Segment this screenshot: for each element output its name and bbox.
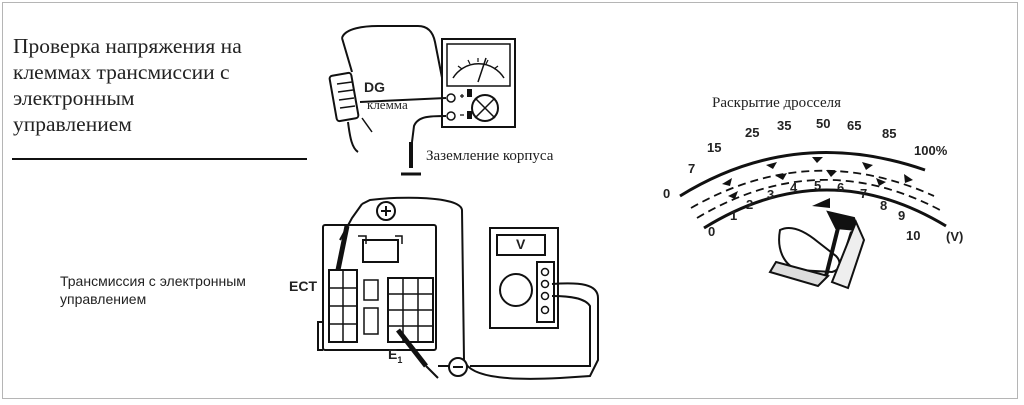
throttle-tick: 15 [707, 140, 722, 155]
voltage-tick: 0 [708, 224, 716, 239]
throttle-tick: 35 [777, 118, 792, 133]
voltage-tick: 10 [906, 228, 921, 243]
voltage-tick: 7 [860, 186, 868, 201]
ect-caption: управлением [60, 291, 147, 307]
voltmeter [489, 227, 559, 329]
ground-label: Заземление корпуса [426, 148, 554, 164]
throttle-tick: 50 [816, 116, 831, 131]
throttle-tick: 25 [745, 125, 760, 140]
e1-label: E1 [388, 346, 403, 365]
throttle-arcs [679, 151, 947, 230]
throttle-tick: 85 [882, 126, 897, 141]
polarity-circles [376, 201, 468, 377]
ect-label: ECT [289, 278, 317, 294]
throttle-tick: 0 [663, 186, 671, 201]
throttle-tick: 65 [847, 118, 862, 133]
voltage-tick: 5 [814, 178, 822, 193]
throttle-tick: 100% [914, 143, 948, 158]
title-underline [12, 158, 307, 160]
voltmeter-label: V [516, 236, 526, 252]
voltage-tick: 1 [730, 208, 738, 223]
title-line: Проверка напряжения на [13, 34, 242, 58]
title-line: электронным [13, 86, 135, 110]
voltmeter-leads [335, 196, 599, 380]
voltage-tick: 4 [790, 180, 798, 195]
dg-label: DG [364, 79, 385, 95]
dg-connector [328, 25, 447, 153]
figure-frame [2, 2, 1018, 399]
voltage-tick: 6 [837, 180, 845, 195]
throttle-tick: 7 [688, 161, 696, 176]
voltage-tick: 9 [898, 208, 906, 223]
analog-meter [441, 38, 516, 128]
page-title: Проверка напряжения на клеммах трансмисс… [13, 33, 313, 137]
klemma-label: клемма [367, 97, 408, 112]
throttle-label: Раскрытие дросселя [712, 95, 842, 111]
throttle-arrows [722, 157, 913, 199]
title-line: клеммах трансмиссии с [13, 60, 230, 84]
meter-leads [359, 97, 447, 176]
voltage-tick: 2 [746, 197, 754, 212]
voltage-tick: 8 [880, 198, 888, 213]
voltage-tick: 3 [767, 187, 775, 202]
ect-caption: Трансмиссия с электронным [60, 273, 246, 289]
voltage-unit: (V) [946, 229, 964, 244]
pedal-illustration [768, 198, 866, 290]
title-line: управлением [13, 112, 132, 136]
ect-connector [317, 224, 437, 351]
